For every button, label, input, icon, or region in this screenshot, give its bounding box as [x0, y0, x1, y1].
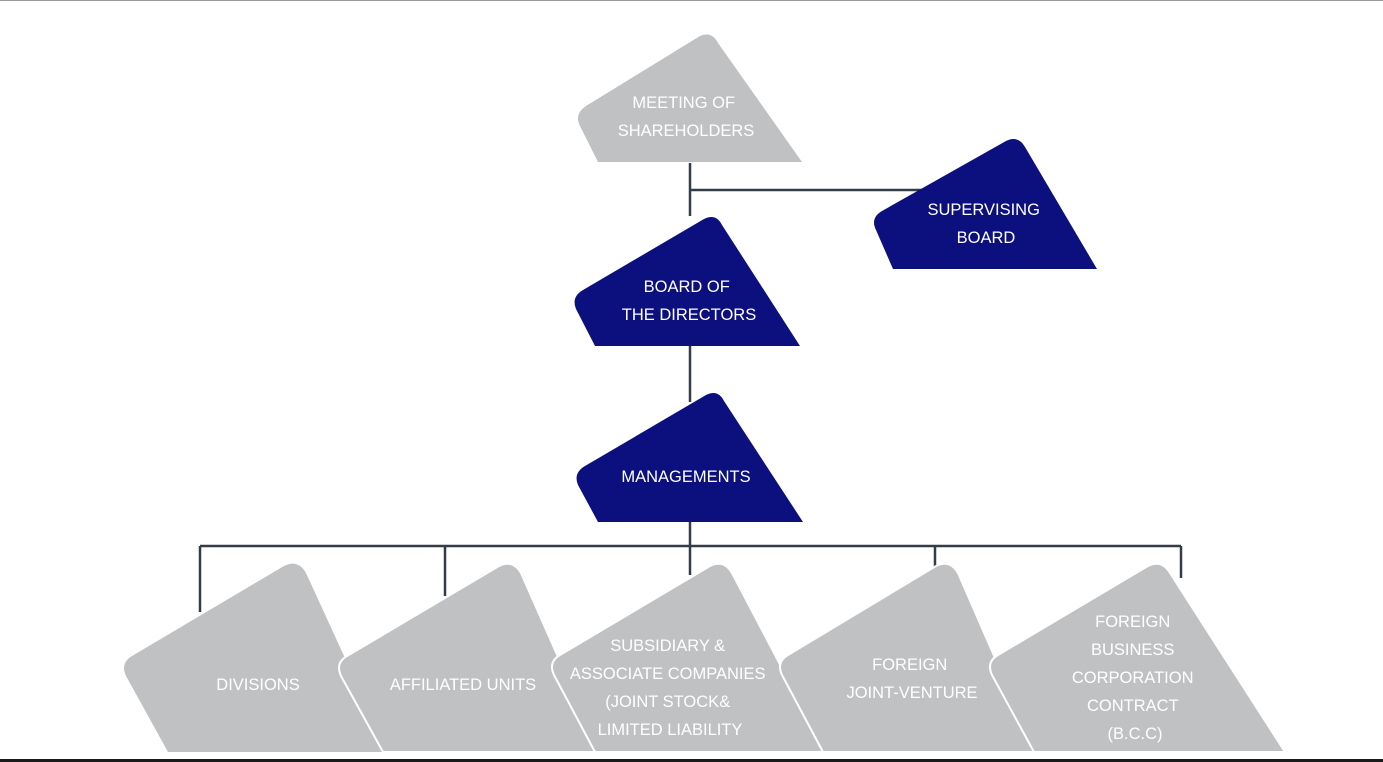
node-foreign-joint-venture: FOREIGN JOINT-VENTURE — [779, 562, 1038, 753]
node-label: FOREIGN JOINT-VENTURE — [846, 656, 977, 702]
node-label: DIVISIONS — [216, 676, 299, 694]
node-shape — [576, 393, 803, 522]
node-supervising-board: SUPERVISING BOARD — [874, 139, 1097, 269]
node-managements: MANAGEMENTS — [576, 393, 803, 522]
bottom-border — [0, 759, 1383, 762]
node-shape — [578, 34, 802, 162]
node-shape — [779, 562, 1038, 753]
node-subsidiary-associate: SUBSIDIARY & ASSOCIATE COMPANIES (JOINT … — [551, 562, 828, 753]
node-label: MEETING OF SHAREHOLDERS — [618, 94, 755, 140]
node-label: SUPERVISING BOARD — [927, 201, 1044, 247]
node-foreign-bcc: FOREIGN BUSINESS CORPORATION CONTRACT (B… — [989, 562, 1287, 753]
top-border — [0, 0, 1383, 1]
node-shape — [124, 563, 388, 752]
node-label: FOREIGN BUSINESS CORPORATION CONTRACT (B… — [1072, 613, 1198, 743]
node-board-of-directors: BOARD OF THE DIRECTORS — [574, 217, 800, 346]
node-affiliated-units: AFFILIATED UNITS — [338, 562, 602, 753]
node-shape — [874, 139, 1097, 269]
node-meeting-of-shareholders: MEETING OF SHAREHOLDERS — [578, 34, 802, 162]
node-divisions: DIVISIONS — [124, 563, 388, 752]
node-shape — [989, 562, 1287, 753]
node-shape — [551, 562, 828, 753]
node-shape — [574, 217, 800, 346]
node-label: MANAGEMENTS — [621, 468, 750, 486]
connectors — [198, 163, 1183, 612]
node-label: BOARD OF THE DIRECTORS — [622, 278, 756, 324]
node-label: AFFILIATED UNITS — [390, 676, 536, 694]
node-shape — [338, 562, 602, 753]
node-label: SUBSIDIARY & ASSOCIATE COMPANIES (JOINT … — [570, 637, 770, 739]
